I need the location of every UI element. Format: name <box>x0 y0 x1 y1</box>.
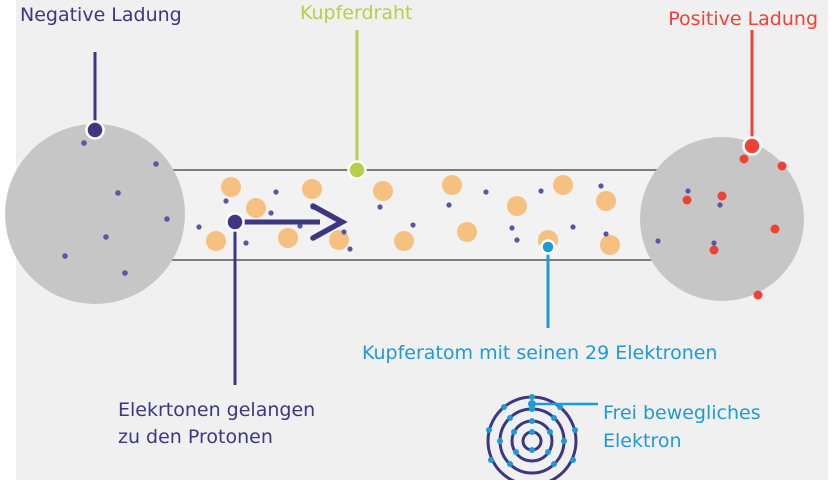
left-margin <box>0 0 16 480</box>
electron <box>243 240 249 246</box>
copper-atom <box>221 177 241 197</box>
positive-charge-sphere <box>640 137 804 301</box>
copper-atom <box>457 222 477 242</box>
right-margin <box>828 0 840 480</box>
copper-atom <box>302 179 322 199</box>
positive-charge-marker <box>742 136 762 156</box>
proton <box>753 290 763 300</box>
free-electron-label-line1: Frei bewegliches <box>603 402 761 424</box>
positive-charge-label: Positive Ladung <box>668 8 818 30</box>
electron <box>483 189 489 195</box>
electron <box>297 223 303 229</box>
proton <box>709 245 719 255</box>
electron-flow-label-line2: zu den Protonen <box>118 426 273 448</box>
electron <box>268 210 274 216</box>
copper-atom <box>329 230 349 250</box>
electron <box>514 237 520 243</box>
electron <box>446 202 452 208</box>
copper-atom-label: Kupferatom mit seinen 29 Elektronen <box>362 342 718 364</box>
proton <box>770 224 780 234</box>
electron <box>509 225 515 231</box>
copper-wire-label: Kupferdraht <box>300 2 413 24</box>
copper-atom <box>246 198 266 218</box>
proton <box>717 191 727 201</box>
negative-sphere-electrons <box>62 140 170 276</box>
copper-atom <box>373 181 393 201</box>
electron <box>62 253 68 259</box>
electron-flow-arrow-head <box>310 203 348 241</box>
electron <box>223 198 229 204</box>
copper-atom <box>553 175 573 195</box>
electron <box>347 246 353 252</box>
electron <box>196 224 202 230</box>
positive-sphere-electrons <box>655 188 723 246</box>
copper-atom <box>600 235 620 255</box>
copper-atom-marker <box>540 239 556 255</box>
copper-atom <box>278 228 298 248</box>
copper-wire-marker <box>347 160 367 180</box>
electron <box>711 240 717 246</box>
free-electron-marker <box>528 400 536 408</box>
positive-sphere-protons <box>682 154 787 300</box>
electron <box>273 189 279 195</box>
electron <box>538 188 544 194</box>
electron <box>570 224 576 230</box>
electron <box>410 222 416 228</box>
copper-atoms <box>206 175 620 255</box>
electron <box>164 216 170 222</box>
negative-charge-sphere <box>5 124 185 304</box>
copper-atom <box>507 196 527 216</box>
electron <box>153 161 159 167</box>
free-electron-label-line2: Elektron <box>603 430 682 452</box>
electron <box>103 234 109 240</box>
electron <box>717 202 723 208</box>
proton <box>739 154 749 164</box>
copper-atom <box>596 191 616 211</box>
copper-atom <box>206 231 226 251</box>
copper-wire-body <box>170 170 660 260</box>
electron <box>685 188 691 194</box>
electron <box>603 231 609 237</box>
electron <box>598 183 604 189</box>
negative-charge-label: Negative Ladung <box>20 4 182 26</box>
proton <box>777 161 787 171</box>
proton <box>682 195 692 205</box>
copper-atom <box>442 175 462 195</box>
electron <box>81 140 87 146</box>
electron <box>115 190 121 196</box>
electron <box>655 238 661 244</box>
negative-charge-marker <box>85 120 105 140</box>
electron <box>377 204 383 210</box>
electron <box>341 229 347 235</box>
copper-atom <box>394 231 414 251</box>
electron-flow-label-line1: Elekrtonen gelangen <box>118 399 316 421</box>
electron-flow-marker <box>225 212 245 232</box>
electron <box>122 270 128 276</box>
